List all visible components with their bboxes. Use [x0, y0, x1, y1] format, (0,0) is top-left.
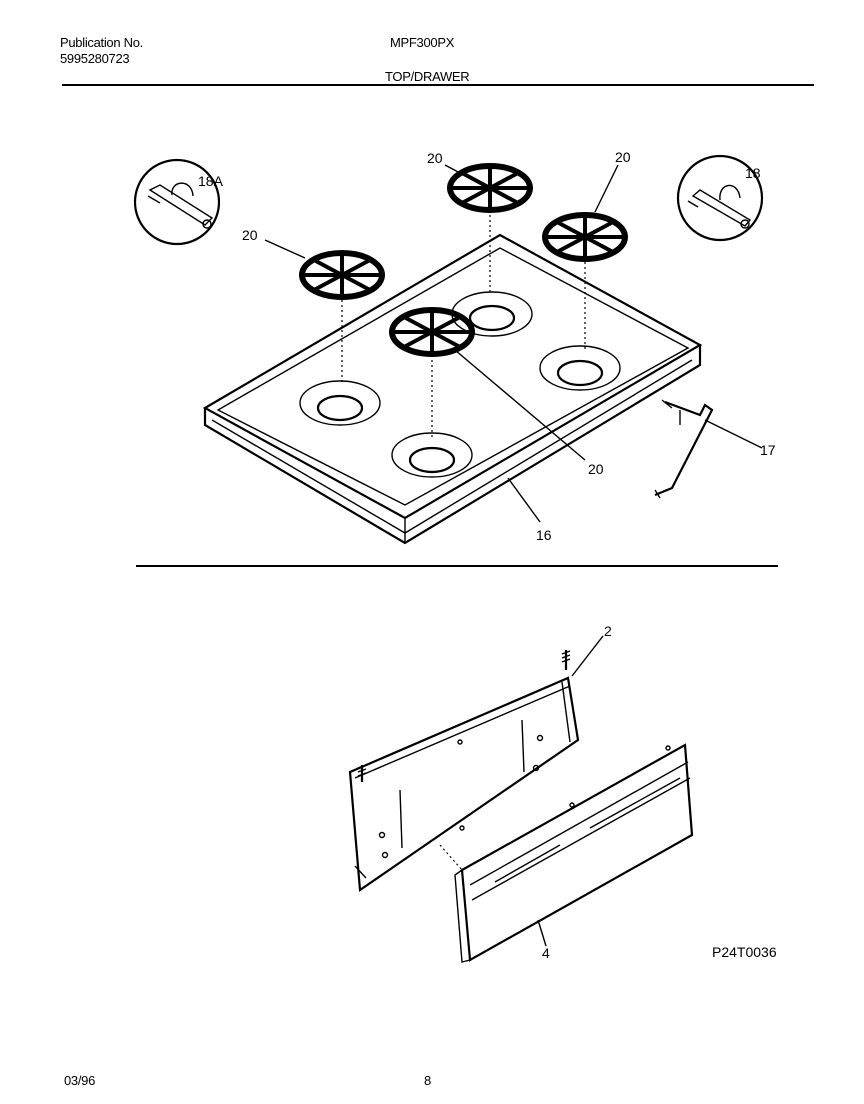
grate-left — [299, 250, 385, 300]
callout-20-front: 20 — [588, 461, 604, 477]
header-rule — [62, 84, 814, 86]
publication-number: 5995280723 — [60, 51, 130, 66]
leader-20-right — [594, 164, 619, 213]
callout-2: 2 — [604, 623, 612, 639]
figure-code: P24T0036 — [712, 944, 777, 960]
callout-4: 4 — [542, 945, 550, 961]
grate-rear — [447, 163, 533, 213]
footer-date: 03/96 — [64, 1073, 96, 1088]
cooktop-16 — [202, 233, 703, 545]
callout-18: 18 — [745, 165, 761, 181]
screw-left — [357, 764, 367, 782]
drawer-align-line — [439, 844, 463, 871]
wire-bracket-17 — [654, 399, 714, 499]
callout-16: 16 — [536, 527, 552, 543]
burner-right — [539, 345, 621, 391]
grate-right — [542, 212, 628, 262]
leader-17 — [704, 419, 763, 449]
leader-20-front — [454, 349, 586, 461]
drawer-front-4 — [454, 743, 694, 963]
publication-label: Publication No. — [60, 35, 143, 50]
leader-16 — [507, 477, 541, 523]
callout-20-left: 20 — [242, 227, 258, 243]
model-number: MPF300PX — [390, 35, 455, 50]
burner-front — [391, 432, 473, 478]
section-title: TOP/DRAWER — [385, 69, 470, 84]
burner-rear — [451, 291, 533, 337]
drawer-back-panel-2 — [348, 676, 580, 892]
callout-20-right: 20 — [615, 149, 631, 165]
inset-18 — [676, 154, 764, 242]
inset-18a — [133, 158, 221, 246]
grate-front — [389, 307, 475, 357]
leader-2 — [571, 635, 604, 677]
leader-20-left — [264, 239, 306, 259]
screw-right — [561, 650, 571, 670]
callout-18a: 18A — [198, 173, 224, 189]
callout-20-rear: 20 — [427, 150, 443, 166]
burner-left — [299, 380, 381, 426]
leader-4 — [537, 919, 547, 947]
callout-17: 17 — [760, 442, 776, 458]
footer-page: 8 — [424, 1073, 431, 1088]
leader-20-rear — [444, 164, 461, 174]
